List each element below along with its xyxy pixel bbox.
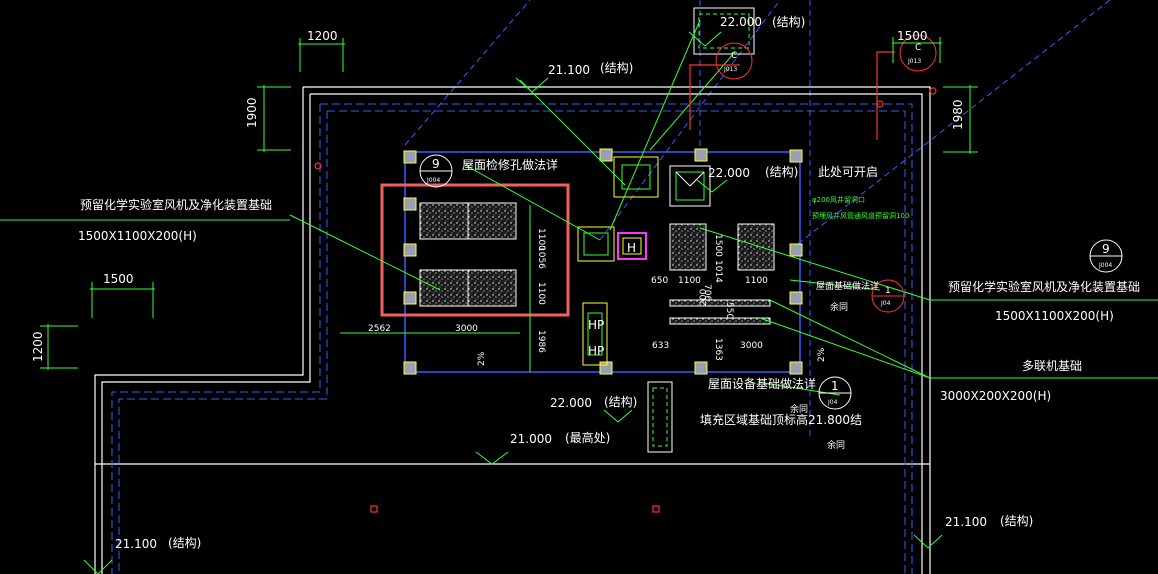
level-lower-struct-note: (结构) — [604, 394, 637, 409]
dim-706: 706 — [702, 284, 712, 301]
callout-1-mid-num: 1 — [885, 286, 891, 296]
dim-1900-left: 1900 — [245, 97, 259, 128]
dim-200: 200 — [699, 289, 709, 306]
dim-633: 633 — [652, 341, 669, 351]
dim-2562: 2562 — [368, 324, 391, 334]
dim-1100-a: 1100 — [536, 228, 546, 251]
level-inner-struct-note: (结构) — [765, 164, 798, 179]
roof-repair-label: 屋面检修孔做法详 — [462, 157, 558, 172]
dim-1986: 1986 — [536, 330, 546, 353]
green-leaders — [0, 19, 1158, 396]
callout-9-right-sheet: J004 — [1098, 262, 1112, 269]
equip-base-label-a: 屋面基础做法详 — [816, 280, 879, 292]
dim-1014: 1014 — [713, 260, 723, 283]
same-label-a: 余同 — [830, 301, 848, 313]
equipment-bases — [419, 202, 775, 325]
dim-550: 550 — [724, 302, 734, 319]
dim-1100-d: 1100 — [745, 276, 768, 286]
dim-1500-left: 1500 — [103, 272, 134, 286]
callout-circles — [419, 34, 1123, 410]
column-stubs — [403, 148, 803, 375]
callout-9-right-num: 9 — [1102, 242, 1110, 256]
callout-1-mid-sheet: J04 — [880, 300, 891, 307]
dim-1056: 1056 — [536, 246, 546, 269]
reserve-right-title: 预留化学实验室风机及净化装置基础 — [948, 279, 1140, 294]
highlight-box — [380, 183, 570, 317]
dim-1980-right: 1980 — [951, 99, 965, 130]
h-box-label: H — [627, 241, 636, 255]
red-lines — [314, 51, 937, 513]
equip-base-label-b: 屋面设备基础做法详 — [708, 376, 816, 391]
level-left-struct-note: (结构) — [600, 60, 633, 75]
multi-split-size: 3000X200X200(H) — [940, 389, 1051, 403]
callout-j013-a-num: C — [731, 51, 737, 61]
hp-label-a: HP — [588, 318, 604, 332]
dim-1200-left: 1200 — [31, 331, 45, 362]
building-outline — [94, 86, 931, 574]
dim-1363: 1363 — [713, 338, 723, 361]
building-outline-blue — [111, 103, 913, 574]
callout-texts: 9 J004 9 J004 1 J04 1 J04 C J013 C J013 — [426, 43, 1112, 406]
green-note-2: 预埋风井风管通风道预留洞100 — [812, 211, 909, 220]
dimension-lines — [40, 37, 978, 372]
callout-9-left-sheet: J004 — [426, 177, 440, 184]
reserve-left-title: 预留化学实验室风机及净化装置基础 — [80, 197, 272, 212]
level-bottom-left-note: (结构) — [168, 535, 201, 550]
level-lower-struct-value: 22.000 — [550, 396, 592, 410]
slope-b: 2% — [817, 347, 827, 362]
dim-3000-a: 3000 — [455, 324, 478, 334]
multi-split-title: 多联机基础 — [1022, 359, 1082, 373]
level-top-struct-note: (结构) — [772, 14, 805, 29]
callout-1-low-num: 1 — [831, 379, 839, 393]
level-left-struct-value: 21.100 — [548, 63, 590, 77]
dimension-texts: 1200 1900 1500 1980 1500 1200 2562 3000 … — [31, 29, 965, 366]
level-texts: 22.000 (结构) 21.100 (结构) 22.000 (结构) 22.0… — [115, 14, 1033, 551]
reserve-left-size: 1500X1100X200(H) — [78, 229, 197, 243]
level-top-struct-value: 22.000 — [720, 15, 762, 29]
dim-650: 650 — [651, 276, 668, 286]
annotation-texts: 屋面检修孔做法详 此处可开启 φ200风井留洞口 预埋风井风管通风道预留洞100… — [78, 157, 1140, 451]
equipment-symbols — [577, 7, 755, 453]
callout-j013-a-sheet: J013 — [723, 66, 737, 73]
slope-a: 2% — [477, 351, 487, 366]
green-note-1: φ200风井留洞口 — [812, 195, 865, 204]
level-inner-struct-value: 22.000 — [708, 166, 750, 180]
callout-j013-b-num: C — [915, 43, 921, 53]
level-bottom-left-value: 21.100 — [115, 537, 157, 551]
openable-label: 此处可开启 — [818, 165, 878, 179]
fill-area-note: 填充区域基础顶标高21.800 — [700, 412, 850, 427]
level-highest-note: (最高处) — [565, 430, 610, 445]
callout-1-low-sheet: J04 — [827, 399, 838, 406]
level-highest-value: 21.000 — [510, 432, 552, 446]
dim-3000-b: 3000 — [740, 341, 763, 351]
level-bottom-right-note: (结构) — [1000, 513, 1033, 528]
dim-1200-top: 1200 — [307, 29, 338, 43]
same-label-b: 余同 — [790, 403, 808, 415]
callout-9-left-num: 9 — [432, 157, 440, 171]
fill-area-note-tail: 结 — [850, 413, 862, 427]
dim-1500-mid: 1500 — [713, 234, 723, 257]
dim-1100-c: 1100 — [678, 276, 701, 286]
callout-j013-b-sheet: J013 — [907, 58, 921, 65]
hp-label-b: HP — [588, 344, 604, 358]
level-markers — [83, 31, 943, 574]
reserve-right-size: 1500X1100X200(H) — [995, 309, 1114, 323]
level-bottom-right-value: 21.100 — [945, 515, 987, 529]
dim-1100-b: 1100 — [536, 282, 546, 305]
dim-1500-top-right: 1500 — [897, 29, 928, 43]
same-label-c: 余同 — [827, 439, 845, 451]
